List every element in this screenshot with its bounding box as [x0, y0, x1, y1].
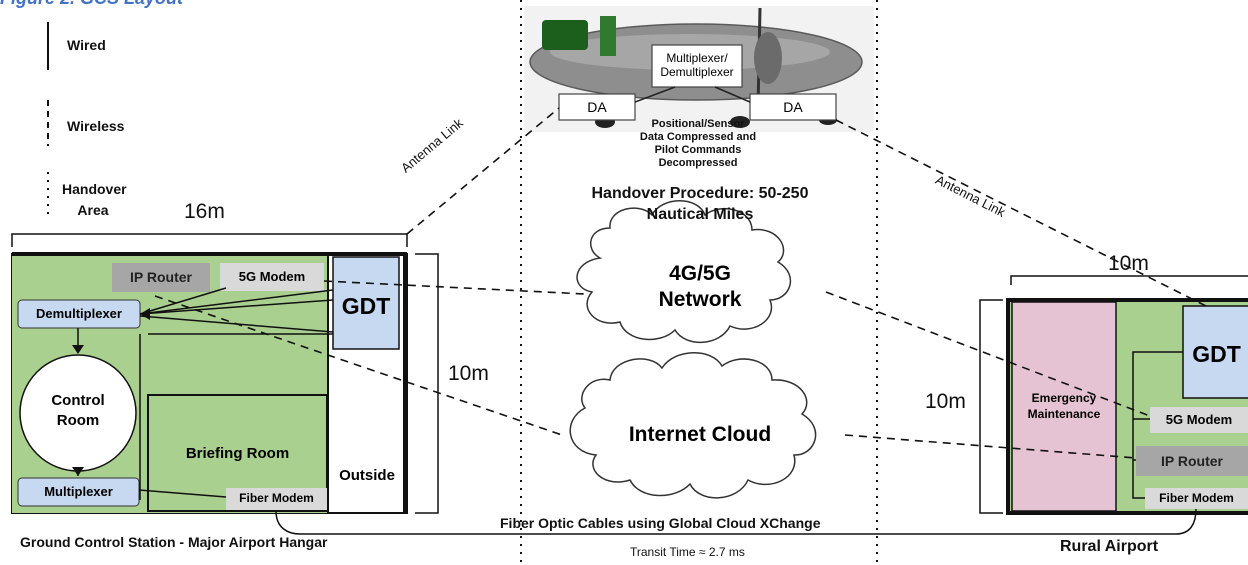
gcs-gdt-box [332, 256, 400, 350]
rural-height-bracket [979, 299, 1003, 514]
rural-width-label: 10m [1108, 252, 1149, 275]
aircraft-caption-line2: Data Compressed and [639, 131, 757, 143]
handover-procedure-label: Handover Procedure: 50-250 Nautical Mile… [560, 183, 840, 225]
aircraft-caption: Positional/Sensor Data Compressed and Pi… [618, 118, 778, 170]
legend-handover-label: Handover Area [62, 179, 127, 221]
aircraft-caption-line4: Decompressed [658, 157, 738, 169]
gcs-ip-router-label: IP Router [130, 269, 192, 286]
da-left-to-mux-line [634, 86, 676, 103]
gcs-width-label: 16m [184, 200, 225, 223]
gcs-height-bracket [415, 253, 439, 514]
rural-height-label: 10m [925, 390, 966, 413]
network-line2: Network [658, 288, 742, 311]
aircraft-mux-box [651, 44, 743, 88]
aircraft-da-left-label: DA [587, 98, 607, 115]
rural-wired-links [1132, 351, 1183, 499]
aircraft-mux-line1: Multiplexer/ [666, 51, 728, 66]
handover-line1: Handover Procedure: 50-250 [591, 185, 809, 202]
gcs-fiber-modem-box [226, 488, 327, 510]
handover-line2: Nautical Miles [646, 206, 754, 223]
gcs-5g-modem-label: 5G Modem [238, 268, 306, 284]
aircraft-caption-line3: Pilot Commands [654, 144, 742, 156]
emergency-line2: Maintenance [1027, 407, 1101, 421]
legend-wired-label: Wired [67, 37, 106, 53]
demultiplexer-label: Demultiplexer [36, 305, 122, 321]
emergency-maintenance-room [1011, 301, 1117, 512]
network-cloud-label: 4G/5G Network [620, 252, 780, 322]
arrow-to-demultiplexer [140, 308, 150, 320]
emergency-line1: Emergency [1031, 391, 1097, 405]
wireless-links [154, 107, 1207, 459]
aircraft-mux-label: Multiplexer/ Demultiplexer [652, 45, 742, 87]
aircraft-da-left-box [558, 93, 636, 121]
rural-building-walls [1006, 298, 1248, 515]
rural-ip-router-label: IP Router [1161, 452, 1223, 469]
aircraft-mux-line2: Demultiplexer [660, 65, 734, 79]
control-room-label: Control Room [28, 383, 128, 439]
control-room-line1: Control [51, 392, 105, 409]
network-line1: 4G/5G [669, 262, 731, 285]
rural-5g-modem-box [1150, 407, 1248, 433]
gcs-5g-modem-box [220, 263, 324, 291]
control-room-line2: Room [56, 412, 100, 429]
aircraft-da-right-box [749, 93, 837, 121]
legend-handover-line2: Area [77, 202, 109, 218]
rural-gdt-box [1182, 305, 1248, 399]
gcs-fiber-modem-label: Fiber Modem [239, 491, 314, 506]
mux-to-da-right-line [714, 86, 751, 103]
network-cloud-icon [576, 200, 792, 344]
rural-fiber-modem-label: Fiber Modem [1159, 490, 1234, 505]
gcs-height-label: 10m [448, 362, 489, 385]
fiber-optic-label: Fiber Optic Cables using Global Cloud XC… [500, 515, 821, 531]
rural-width-bracket [1010, 275, 1248, 285]
rural-5g-modem-label: 5G Modem [1165, 411, 1233, 427]
aircraft-da-right-label: DA [783, 98, 803, 115]
legend-wireless-label: Wireless [67, 118, 125, 134]
internet-cloud-icon [569, 352, 817, 499]
outside-label: Outside [339, 467, 395, 485]
airship-icon [529, 7, 863, 128]
arrow-to-control-room [72, 345, 84, 354]
multiplexer-box [17, 477, 140, 507]
gcs-gdt-label: GDT [341, 292, 391, 319]
aircraft-caption-line1: Positional/Sensor [651, 118, 745, 130]
fiber-optic-cable [275, 508, 1197, 535]
gcs-ip-router-box [112, 263, 210, 292]
internet-cloud-label: Internet Cloud [628, 422, 772, 446]
emergency-maintenance-label: Emergency Maintenance [1012, 388, 1116, 424]
gcs-width-bracket [11, 233, 408, 247]
transit-time-label: Transit Time ≈ 2.7 ms [630, 545, 745, 559]
gcs-caption: Ground Control Station - Major Airport H… [20, 534, 328, 550]
rural-caption: Rural Airport [1060, 538, 1159, 555]
legend-handover-line1: Handover [62, 181, 127, 197]
figure-title: Figure 2. GCS Layout [0, 0, 183, 9]
rural-gdt-label: GDT [1192, 340, 1241, 367]
rural-ip-router-box [1136, 446, 1248, 476]
multiplexer-label: Multiplexer [44, 483, 113, 499]
briefing-room-label: Briefing Room [185, 445, 290, 463]
briefing-room-box [147, 394, 328, 512]
rural-fiber-modem-box [1145, 488, 1248, 509]
arrow-to-multiplexer [72, 467, 84, 476]
